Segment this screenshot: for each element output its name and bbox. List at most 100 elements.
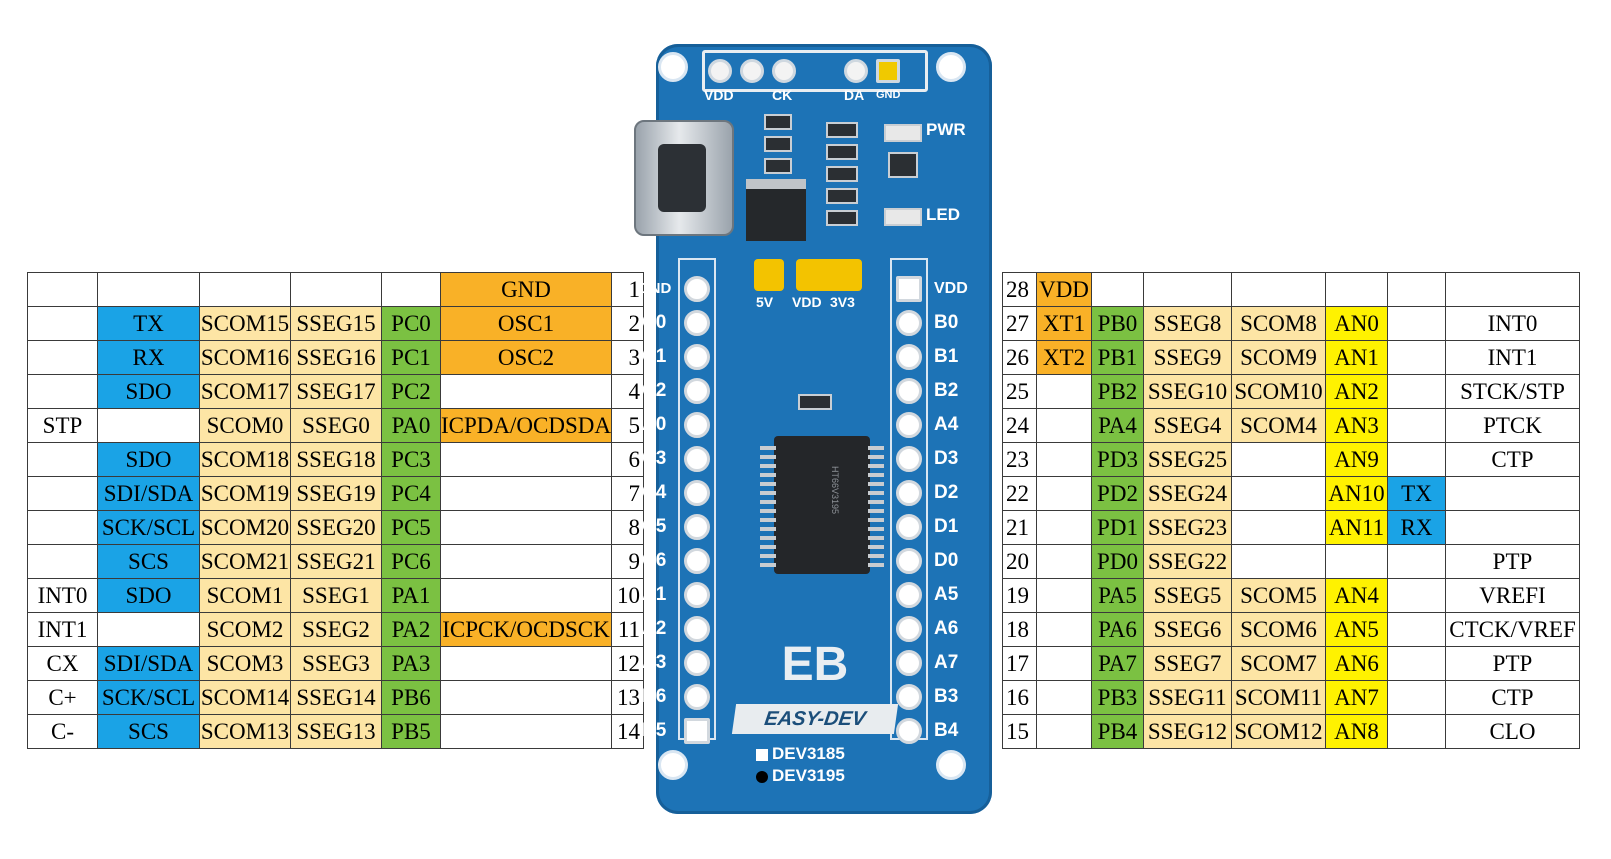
left-pin-cell: SCOM16 [199, 340, 291, 375]
right-pin-label: D1 [934, 516, 959, 537]
left-pin-cell: RX [97, 340, 200, 375]
pin-number: 5 [610, 408, 644, 443]
pin-number: 22 [1002, 476, 1037, 511]
left-pin-cell: SDO [97, 442, 200, 477]
pin-number: 3 [610, 340, 644, 375]
dev-dot-icon [756, 770, 768, 783]
ic-leg [868, 563, 884, 567]
dev-square-icon [756, 748, 768, 761]
right-pin-cell [1143, 272, 1232, 307]
ic-leg [868, 473, 884, 477]
smd-part [826, 144, 858, 160]
right-pin-cell: SSEG23 [1143, 510, 1232, 545]
right-pin-cell: CLO [1445, 714, 1580, 749]
right-pin-cell: SCOM9 [1231, 340, 1326, 375]
right-pin-cell: XT1 [1036, 306, 1092, 341]
left-pin-cell: GND [440, 272, 612, 307]
left-pin-cell: INT0 [27, 578, 98, 613]
ic-leg [760, 491, 776, 495]
header-pin [684, 650, 710, 676]
header-pin [896, 480, 922, 506]
right-pin-cell: SSEG5 [1143, 578, 1232, 613]
pin-number: 10 [610, 578, 644, 613]
right-pin-cell [1231, 476, 1326, 511]
left-pin-cell: SCOM2 [199, 612, 291, 647]
right-pin-cell: SSEG4 [1143, 408, 1232, 443]
left-pin-cell [440, 442, 612, 477]
left-pin-label: B5 [642, 720, 667, 741]
right-pin-cell: AN4 [1325, 578, 1388, 613]
left-pin-label: C3 [642, 448, 667, 469]
left-pin-label: GND [638, 280, 672, 297]
right-pin-cell: AN10 [1325, 476, 1388, 511]
pin-number: 24 [1002, 408, 1037, 443]
right-pin-cell [1445, 272, 1580, 307]
dev-board: VDD CK DA GND PWR LED 5V VDD 3V3 HT66V31… [634, 44, 992, 814]
left-pin-cell: SSEG14 [290, 680, 382, 715]
left-pin-cell: SCS [97, 544, 200, 579]
right-pin-cell: SSEG9 [1143, 340, 1232, 375]
left-pin-cell [440, 374, 612, 409]
header-label-da: DA [844, 87, 865, 103]
left-pin-cell [440, 544, 612, 579]
left-pin-cell: C- [27, 714, 98, 749]
dev-line-1: DEV3185 [756, 744, 845, 764]
left-pin-cell: SSEG16 [290, 340, 382, 375]
right-pin-cell: PB3 [1091, 680, 1144, 715]
microcontroller-chip: HT66V3195 [760, 436, 884, 574]
left-pin-cell [440, 510, 612, 545]
left-pin-cell: SSEG15 [290, 306, 382, 341]
right-pin-label: B1 [934, 346, 959, 367]
pin-number: 16 [1002, 680, 1037, 715]
right-pin-cell: SCOM5 [1231, 578, 1326, 613]
pin-number: 18 [1002, 612, 1037, 647]
right-pin-cell: SCOM7 [1231, 646, 1326, 681]
pin-number: 27 [1002, 306, 1037, 341]
ic-leg [760, 509, 776, 513]
pwr-led [884, 124, 922, 142]
right-pin-cell: PA5 [1091, 578, 1144, 613]
header-pin [684, 616, 710, 642]
right-pin-label: A4 [934, 414, 959, 435]
right-pin-cell [1387, 306, 1446, 341]
right-pin-label: B2 [934, 380, 959, 401]
right-pin-label: A6 [934, 618, 959, 639]
left-pin-cell: OSC2 [440, 340, 612, 375]
pin-number: 11 [610, 612, 644, 647]
left-pin-cell: TX [97, 306, 200, 341]
left-pin-cell [381, 272, 441, 307]
header-pin [896, 514, 922, 540]
right-pin-cell: SSEG6 [1143, 612, 1232, 647]
left-pin-label: A1 [642, 584, 667, 605]
left-pin-label: C1 [642, 346, 667, 367]
header-pad [844, 59, 868, 83]
smd-part [826, 122, 858, 138]
ic-leg [868, 509, 884, 513]
pin-number: 2 [610, 306, 644, 341]
right-pin-cell [1445, 510, 1580, 545]
mount-hole [936, 52, 966, 82]
right-pin-label: D0 [934, 550, 959, 571]
right-pin-label: B4 [934, 720, 959, 741]
led-label: LED [926, 205, 960, 224]
left-pin-cell: SSEG18 [290, 442, 382, 477]
mount-hole [936, 750, 966, 780]
right-pin-cell: CTP [1445, 442, 1580, 477]
right-pin-cell [1445, 476, 1580, 511]
left-pin-cell: PB6 [381, 680, 441, 715]
left-pin-cell: SSEG20 [290, 510, 382, 545]
left-pin-cell: PC5 [381, 510, 441, 545]
smd-part [764, 114, 792, 130]
left-pin-cell: SCOM14 [199, 680, 291, 715]
header-pin [684, 718, 710, 744]
logo-icon: EB [781, 638, 849, 691]
right-pin-cell: RX [1387, 510, 1446, 545]
right-pin-cell: AN9 [1325, 442, 1388, 477]
ic-leg [760, 527, 776, 531]
